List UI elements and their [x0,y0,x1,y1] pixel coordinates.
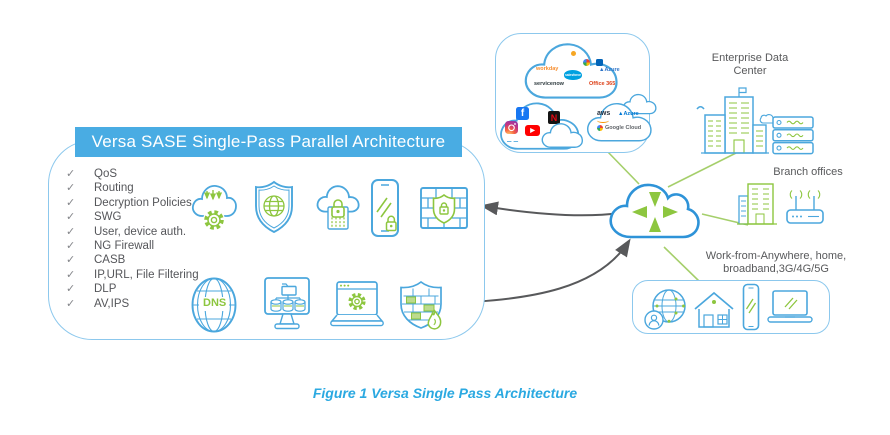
remote-user-globe-icon [644,289,686,330]
check-icon: ✓ [66,182,76,195]
cloud-auth-lock-icon [316,185,360,230]
laptop-icon [767,290,813,323]
netflix-logo: N [548,111,560,124]
shield-web-globe-icon [255,180,293,234]
wfa-label: Work-from-Anywhere, home, broadband,3G/4… [705,250,847,275]
home-icon [694,291,734,328]
check-icon: ✓ [66,196,76,209]
instagram-logo-icon [505,121,518,134]
browser-gear-laptop-icon [330,281,384,327]
feature-item: ✓QoS [66,168,118,180]
cloud-policy-gear-icon [191,185,237,231]
firewall-shield-flame-icon [400,280,442,330]
check-icon: ✓ [66,225,76,238]
azure-logo: ▲Azure [599,67,620,73]
check-icon: ✓ [66,211,76,224]
mobile-device-lock-icon [371,179,399,237]
figure-caption: Figure 1 Versa Single Pass Architecture [312,385,578,401]
google-cloud-logo: Google Cloud [605,125,642,131]
feature-item: ✓Routing [66,182,134,195]
dns-label: DNS [201,297,229,309]
facebook-logo: f [516,107,529,120]
workday-logo: workday [536,66,559,72]
aws-logo: aws [597,110,611,117]
google-g-icon [597,125,603,131]
public-cloud [587,103,652,142]
office-app-logo-icon [596,59,603,66]
feature-item: ✓IP,URL, File Filtering [66,268,199,281]
server-management-monitor-icon [264,277,310,330]
panel-title-text: Versa SASE Single-Pass Parallel Architec… [91,132,446,151]
check-icon: ✓ [66,297,76,310]
enterprise-dc-icon [696,87,814,155]
firewall-brick-lock-icon [420,187,468,229]
check-icon: ✓ [66,168,76,180]
office365-logo: Office 365 [589,81,616,87]
azure-cloud-logo: ▲Azure [618,111,639,117]
browser-logo-icon [583,59,590,66]
sun-logo-icon [571,51,576,56]
feature-item: ✓NG Firewall [66,239,155,252]
consumer-cloud-small [541,123,583,148]
youtube-logo: ▶ [525,125,540,136]
feature-item: ✓DLP [66,283,117,296]
feature-item: ✓Decryption Policies [66,196,192,209]
feature-item: ✓User, device auth. [66,225,187,238]
check-icon: ✓ [66,254,76,267]
check-icon: ✓ [66,283,76,296]
check-icon: ✓ [66,239,76,252]
panel-title: Versa SASE Single-Pass Parallel Architec… [75,127,462,157]
feature-item: ✓SWG [66,211,122,224]
branch-offices-label: Branch offices [773,166,843,178]
check-icon: ✓ [66,268,76,281]
feature-checklist: ✓QoS ✓Routing ✓Decryption Policies ✓SWG … [66,167,266,311]
branch-offices-icon [737,183,824,225]
servicenow-logo: servicenow [534,81,564,87]
enterprise-dc-label: Enterprise Data Center [711,52,789,77]
salesforce-logo: salesforce [564,70,582,80]
sase-cloud-icon [609,183,700,239]
more-apps-ellipsis: ‒ ‒ [507,137,519,146]
mobile-icon [742,283,760,331]
feature-item: ✓AV,IPS [66,297,130,310]
aws-smile-icon [597,118,609,123]
feature-item: ✓CASB [66,254,126,267]
